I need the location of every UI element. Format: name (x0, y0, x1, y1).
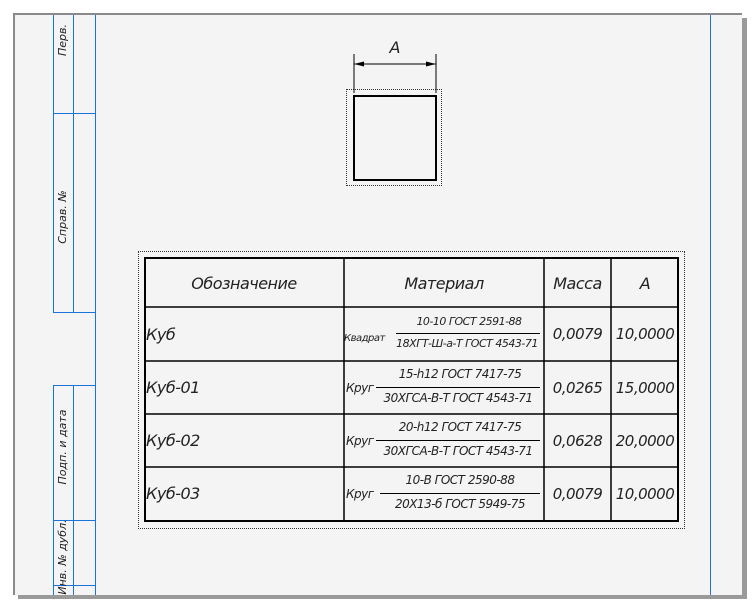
stamp-outer-line-bottom (53, 385, 54, 595)
square-outline (353, 95, 437, 181)
table-row[interactable]: Куб-03 Круг 10-В ГОСТ 2590-88 20Х13-б ГО… (144, 467, 679, 522)
drawing-sheet (13, 13, 742, 595)
row-mass: 0,0628 (552, 431, 603, 450)
header-mass: Масса (553, 273, 602, 293)
sheet-shadow-right (742, 18, 747, 597)
material-table: Обозначение Материал Масса A Куб Квадрат… (144, 257, 679, 522)
header-designation: Обозначение (191, 273, 297, 293)
sheet-shadow-bottom (18, 595, 747, 599)
row-dimension: 20,0000 (615, 431, 675, 450)
stamp-label-podp: Подп. и дата (56, 409, 69, 485)
row-designation: Куб-02 (146, 431, 200, 450)
row-dimension: 10,0000 (615, 484, 675, 503)
stamp-divider (53, 312, 96, 313)
dimension-arrow-left (354, 61, 364, 67)
table-row[interactable]: Куб-02 Круг 20-h12 ГОСТ 7417-75 30ХГСА-В… (144, 414, 679, 467)
row-material-top: 10-В ГОСТ 2590-88 (405, 473, 515, 487)
fraction-line (396, 333, 540, 334)
header-material: Материал (404, 273, 484, 293)
stamp-divider (53, 520, 96, 521)
square-drawing (353, 54, 437, 181)
square-selection-box[interactable] (346, 89, 442, 186)
table-row[interactable]: Куб-01 Круг 15-h12 ГОСТ 7417-75 30ХГСА-В… (144, 361, 679, 414)
side-stamp: Перв. Справ. № Подп. и дата Инв. № дубл. (53, 15, 96, 595)
row-mass: 0,0079 (552, 325, 603, 343)
stamp-outer-line-top (53, 15, 54, 313)
dimension-arrow-right (426, 61, 436, 67)
stamp-label-sprav: Справ. № (56, 190, 69, 244)
fraction-line (376, 440, 540, 441)
fraction-line (376, 387, 540, 388)
stamp-divider (53, 113, 96, 114)
row-dimension: 15,0000 (615, 378, 675, 397)
stamp-divider (53, 385, 96, 386)
row-profile: Круг (346, 487, 374, 501)
header-dimension: A (639, 273, 651, 293)
row-designation: Куб-03 (146, 484, 200, 503)
row-designation: Куб (146, 324, 176, 344)
row-material-bottom: 30ХГСА-В-Т ГОСТ 4543-71 (383, 391, 533, 405)
row-mass: 0,0079 (552, 484, 603, 503)
stamp-label-perv: Перв. (56, 24, 69, 57)
row-dimension: 10,0000 (615, 325, 675, 343)
row-profile: Круг (346, 381, 374, 395)
table-selection-box[interactable] (138, 251, 685, 529)
dimension-label: A (389, 38, 401, 57)
frame-right-line (710, 15, 711, 595)
row-mass: 0,0265 (552, 378, 603, 397)
row-material-top: 20-h12 ГОСТ 7417-75 (398, 420, 522, 434)
row-material-top: 15-h12 ГОСТ 7417-75 (398, 367, 522, 381)
row-material-bottom: 18ХГТ-Ш-а-Т ГОСТ 4543-71 (396, 337, 538, 350)
row-profile: Круг (346, 434, 374, 448)
frame-left-line (95, 15, 96, 595)
row-material-bottom: 30ХГСА-В-Т ГОСТ 4543-71 (383, 444, 533, 458)
stamp-inner-line-top (73, 15, 74, 313)
row-designation: Куб-01 (146, 378, 200, 397)
stamp-divider (53, 585, 96, 586)
stamp-label-inv-dubl: Инв. № дубл. (56, 519, 69, 595)
row-profile: Квадрат (344, 333, 385, 344)
table-row[interactable]: Куб Квадрат 10-10 ГОСТ 2591-88 18ХГТ-Ш-а… (144, 307, 679, 361)
fraction-line (380, 493, 540, 494)
table-grid (144, 257, 679, 522)
row-material-bottom: 20Х13-б ГОСТ 5949-75 (394, 497, 526, 511)
stamp-inner-line-bottom (73, 385, 74, 595)
row-material-top: 10-10 ГОСТ 2591-88 (416, 315, 522, 328)
